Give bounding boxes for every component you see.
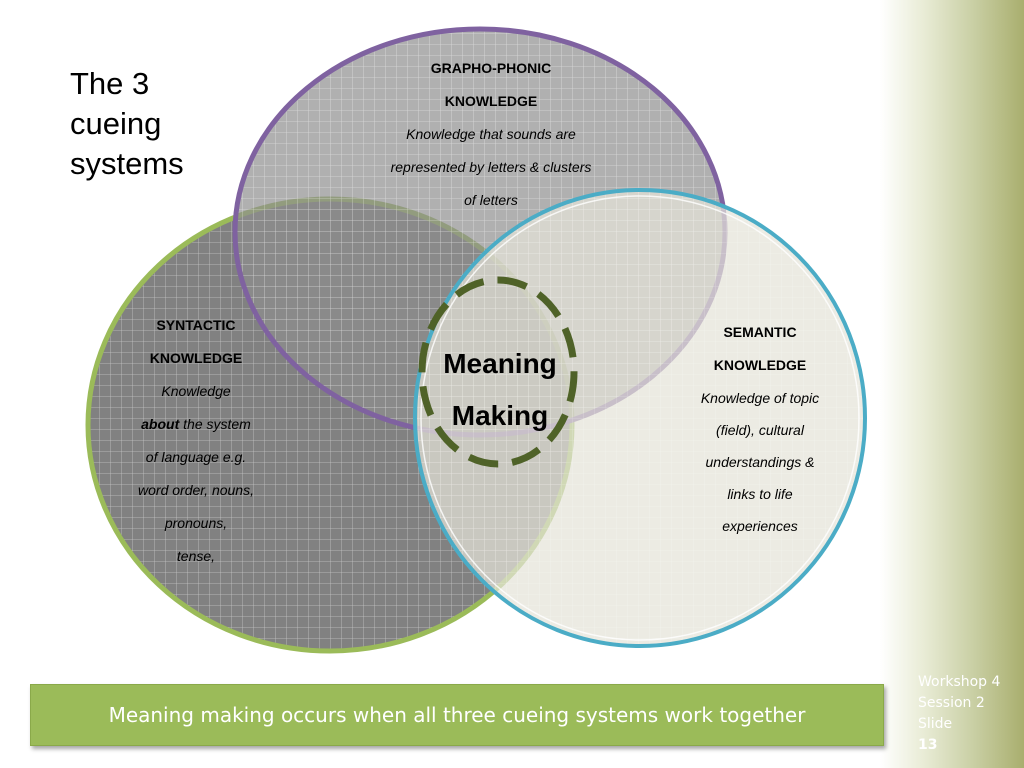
side-gradient-band bbox=[880, 0, 1024, 768]
syntactic-heading: SYNTACTIC bbox=[156, 317, 236, 333]
syntactic-body: the system bbox=[179, 416, 251, 432]
grapho-phonic-body: represented by letters & clusters bbox=[390, 159, 592, 175]
title-line: systems bbox=[70, 146, 184, 181]
syntactic-heading: KNOWLEDGE bbox=[149, 350, 243, 366]
syntactic-body: word order, nouns, bbox=[138, 482, 254, 498]
semantic-body: Knowledge of topic bbox=[700, 390, 820, 406]
slide-number: 13 bbox=[918, 737, 938, 753]
summary-banner: Meaning making occurs when all three cue… bbox=[30, 684, 884, 746]
semantic-body: (field), cultural bbox=[716, 422, 804, 438]
semantic-circle bbox=[413, 188, 867, 648]
grapho-phonic-label: GRAPHO-PHONIC KNOWLEDGE Knowledge that s… bbox=[372, 52, 610, 217]
meaning-making-text: Meaning Making bbox=[420, 338, 580, 442]
grapho-phonic-body: Knowledge that sounds are bbox=[406, 126, 576, 142]
syntactic-body-about-line: about the system bbox=[118, 408, 274, 441]
title-line: The 3 bbox=[70, 66, 150, 101]
meaning-making-ring bbox=[418, 276, 578, 468]
syntactic-body: pronouns, bbox=[164, 515, 228, 531]
semantic-heading: SEMANTIC bbox=[723, 324, 797, 340]
semantic-body: links to life bbox=[727, 486, 793, 502]
grapho-phonic-heading: KNOWLEDGE bbox=[444, 93, 538, 109]
semantic-heading: KNOWLEDGE bbox=[713, 357, 807, 373]
center-line: Meaning bbox=[443, 348, 557, 379]
slide-prefix: Slide bbox=[918, 716, 953, 732]
semantic-body: understandings & bbox=[705, 454, 815, 470]
about-emphasis: about bbox=[141, 416, 180, 432]
grapho-phonic-body: of letters bbox=[464, 192, 518, 208]
semantic-label: SEMANTIC KNOWLEDGE Knowledge of topic (f… bbox=[680, 316, 840, 542]
syntactic-body: of language e.g. bbox=[145, 449, 247, 465]
syntactic-label: SYNTACTIC KNOWLEDGE Knowledge about the … bbox=[118, 309, 274, 573]
syntactic-body: Knowledge bbox=[161, 383, 231, 399]
session-label: Session 2 bbox=[918, 695, 985, 711]
grapho-phonic-heading: GRAPHO-PHONIC bbox=[430, 60, 552, 76]
workshop-label: Workshop 4 bbox=[918, 674, 1001, 690]
slide-number-line: Slide 13 bbox=[918, 714, 1018, 756]
slide-title: The 3 cueing systems bbox=[70, 64, 250, 184]
semantic-body: experiences bbox=[722, 518, 798, 534]
center-line: Making bbox=[451, 400, 549, 431]
title-line: cueing bbox=[70, 106, 162, 141]
syntactic-body: tense, bbox=[176, 548, 216, 564]
slide-info: Workshop 4 Session 2 Slide 13 bbox=[918, 672, 1018, 756]
summary-banner-text: Meaning making occurs when all three cue… bbox=[108, 703, 806, 727]
